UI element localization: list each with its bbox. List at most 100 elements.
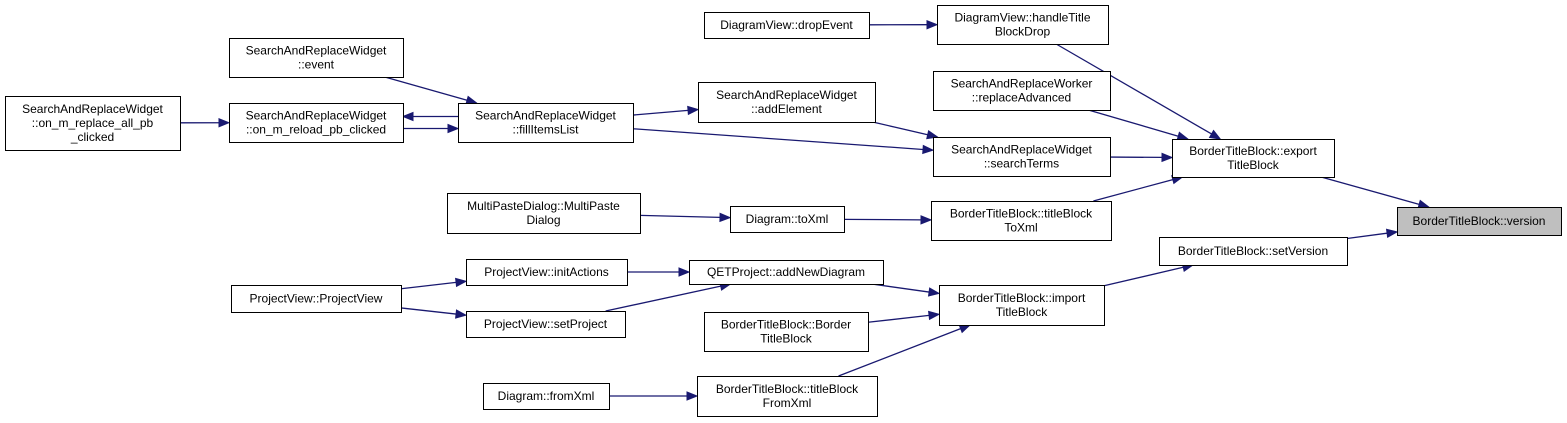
edge-addnewdiagram-to-import <box>871 283 930 293</box>
node-projectview-projectview-box[interactable] <box>231 285 402 313</box>
edge-replaceadv-to-export <box>1088 109 1179 137</box>
node-bordertitleblock-setversion[interactable]: BorderTitleBlock::setVersion <box>1159 237 1348 266</box>
arrowhead-setversion-to-version <box>1385 228 1399 238</box>
arrowhead-fillitems-to-addelement <box>687 105 700 116</box>
arrowhead-fillitems-to-searchterms <box>922 144 935 155</box>
edge-projectview-to-initactions <box>400 281 457 290</box>
arrowhead-toxml-to-titletoxml <box>920 215 933 225</box>
node-bordertitleblock-titleblockfromxml-label-line-1: FromXml <box>763 396 812 410</box>
node-diagramview-handletitleblockdrop-box[interactable] <box>937 5 1109 45</box>
edge-import-to-setversion <box>1103 266 1184 287</box>
node-searchandreplacewidget-replaceall-clicked-label-line-0: SearchAndReplaceWidget <box>22 102 163 116</box>
node-searchandreplacewidget-reload-clicked-label-line-1: ::on_m_reload_pb_clicked <box>246 123 386 137</box>
node-searchandreplacewidget-event-label-line-0: SearchAndReplaceWidget <box>246 44 387 58</box>
node-projectview-initactions[interactable]: ProjectView::initActions <box>466 259 628 286</box>
node-diagram-fromxml-box[interactable] <box>483 383 610 410</box>
node-bordertitleblock-titleblocktoxml-label-line-0: BorderTitleBlock::titleBlock <box>950 207 1093 221</box>
arrowhead-initactions-to-addnewdiagram <box>678 267 691 277</box>
node-searchandreplacewidget-reload-clicked-label-line-0: SearchAndReplaceWidget <box>246 109 387 123</box>
node-bordertitleblock-bordertitleblock[interactable]: BorderTitleBlock::BorderTitleBlock <box>704 312 869 352</box>
node-bordertitleblock-titleblocktoxml-label-line-1: ToXml <box>1004 221 1037 235</box>
arrowhead-event-to-fillitems <box>465 95 478 105</box>
node-searchandreplacewidget-event-label-line-1: ::event <box>298 58 335 72</box>
node-diagramview-handletitleblockdrop-label-line-0: DiagramView::handleTitle <box>954 11 1090 25</box>
node-searchandreplacewidget-addelement-label-line-0: SearchAndReplaceWidget <box>716 88 857 102</box>
node-bordertitleblock-exporttitleblock-label-line-0: BorderTitleBlock::export <box>1189 144 1317 158</box>
edge-export-to-version <box>1320 176 1420 205</box>
arrowhead-replaceadv-to-export <box>1176 131 1190 141</box>
node-bordertitleblock-version-box[interactable] <box>1397 207 1562 236</box>
node-projectview-setproject-label-line-0: ProjectView::setProject <box>484 317 608 331</box>
edge-setproject-to-addnewdiagram <box>605 285 721 312</box>
node-multipastedialog-multipastedialog[interactable]: MultiPasteDialog::MultiPasteDialog <box>447 193 641 234</box>
node-searchandreplacewidget-event[interactable]: SearchAndReplaceWidget::event <box>229 38 404 78</box>
node-bordertitleblock-setversion-label-line-0: BorderTitleBlock::setVersion <box>1178 244 1328 258</box>
node-bordertitleblock-titleblockfromxml-box[interactable] <box>697 376 878 417</box>
node-bordertitleblock-exporttitleblock-label-line-1: TitleBlock <box>1227 158 1280 172</box>
node-qetproject-addnewdiagram-label-line-0: QETProject::addNewDiagram <box>707 265 865 279</box>
node-projectview-projectview[interactable]: ProjectView::ProjectView <box>231 285 402 313</box>
node-projectview-initactions-label-line-0: ProjectView::initActions <box>484 265 609 279</box>
node-projectview-projectview-label-line-0: ProjectView::ProjectView <box>250 292 383 306</box>
node-bordertitleblock-bordertitleblock-box[interactable] <box>704 312 869 352</box>
node-multipastedialog-multipastedialog-label-line-0: MultiPasteDialog::MultiPaste <box>467 199 620 213</box>
node-diagramview-dropevent[interactable]: DiagramView::dropEvent <box>704 12 870 39</box>
node-bordertitleblock-titleblockfromxml-label-line-0: BorderTitleBlock::titleBlock <box>716 382 859 396</box>
node-projectview-setproject-box[interactable] <box>466 311 626 338</box>
node-searchandreplacewidget-replaceall-clicked[interactable]: SearchAndReplaceWidget::on_m_replace_all… <box>5 96 181 151</box>
node-diagramview-dropevent-label-line-0: DiagramView::dropEvent <box>720 18 853 32</box>
node-searchandreplacewidget-searchterms-label-line-1: ::searchTerms <box>984 157 1059 171</box>
edge-fillitems-to-searchterms <box>632 128 924 151</box>
edge-titletoxml-to-export <box>1093 178 1173 202</box>
node-bordertitleblock-version-label-line-0: BorderTitleBlock::version <box>1413 214 1546 228</box>
node-searchandreplacewidget-event-box[interactable] <box>229 38 404 78</box>
arrowhead-replaceall-to-reload <box>218 117 231 128</box>
node-bordertitleblock-importtitleblock-box[interactable] <box>939 285 1105 326</box>
node-searchandreplacewidget-fillitemslist-box[interactable] <box>458 103 634 143</box>
edge-multipaste-to-toxml <box>639 214 721 218</box>
node-diagram-toxml-label-line-0: Diagram::toXml <box>746 212 829 226</box>
node-diagramview-dropevent-box[interactable] <box>704 12 870 39</box>
node-searchandreplacewidget-replaceall-clicked-label-line-2: _clicked <box>70 130 114 144</box>
node-bordertitleblock-bordertitleblock-label-line-0: BorderTitleBlock::Border <box>721 318 851 332</box>
node-searchandreplacewidget-reload-clicked[interactable]: SearchAndReplaceWidget::on_m_reload_pb_c… <box>229 103 404 143</box>
node-diagram-toxml[interactable]: Diagram::toXml <box>730 206 845 233</box>
node-projectview-initactions-box[interactable] <box>466 259 628 286</box>
node-searchandreplacewidget-fillitemslist-label-line-0: SearchAndReplaceWidget <box>475 109 616 123</box>
node-bordertitleblock-version[interactable]: BorderTitleBlock::version <box>1397 207 1562 236</box>
node-qetproject-addnewdiagram[interactable]: QETProject::addNewDiagram <box>689 260 884 285</box>
node-searchandreplaceworker-replaceadvanced-box[interactable] <box>933 71 1111 111</box>
arrowhead-projectview-to-initactions <box>455 277 468 288</box>
node-multipastedialog-multipastedialog-box[interactable] <box>447 193 641 234</box>
node-searchandreplacewidget-searchterms-box[interactable] <box>933 137 1111 177</box>
node-searchandreplacewidget-addelement[interactable]: SearchAndReplaceWidget::addElement <box>698 82 876 123</box>
edge-projectview-to-setproject <box>400 307 457 315</box>
node-searchandreplaceworker-replaceadvanced-label-line-0: SearchAndReplaceWorker <box>951 77 1093 91</box>
node-searchandreplacewidget-searchterms[interactable]: SearchAndReplaceWidget::searchTerms <box>933 137 1111 177</box>
node-searchandreplacewidget-replaceall-clicked-label-line-1: ::on_m_replace_all_pb <box>32 116 154 130</box>
node-diagram-fromxml[interactable]: Diagram::fromXml <box>483 383 610 410</box>
node-searchandreplaceworker-replaceadvanced[interactable]: SearchAndReplaceWorker::replaceAdvanced <box>933 71 1111 111</box>
node-bordertitleblock-setversion-box[interactable] <box>1159 237 1348 266</box>
node-bordertitleblock-exporttitleblock-box[interactable] <box>1172 139 1335 178</box>
node-searchandreplacewidget-reload-clicked-box[interactable] <box>229 103 404 143</box>
node-qetproject-addnewdiagram-box[interactable] <box>689 260 884 285</box>
arrowhead-borderctor-to-import <box>928 310 941 321</box>
arrowhead-searchterms-to-export <box>1161 152 1174 163</box>
node-searchandreplacewidget-addelement-box[interactable] <box>698 82 876 123</box>
node-bordertitleblock-titleblocktoxml-box[interactable] <box>931 201 1112 241</box>
arrowhead-titlefromxml-to-import <box>958 324 972 334</box>
node-projectview-setproject[interactable]: ProjectView::setProject <box>466 311 626 338</box>
arrowhead-handledrop-to-export <box>1208 129 1222 140</box>
node-bordertitleblock-importtitleblock-label-line-0: BorderTitleBlock::import <box>958 291 1086 305</box>
node-diagram-toxml-box[interactable] <box>730 206 845 233</box>
node-searchandreplacewidget-replaceall-clicked-box[interactable] <box>5 96 181 151</box>
node-searchandreplacewidget-fillitemslist[interactable]: SearchAndReplaceWidget::fillItemsList <box>458 103 634 143</box>
edges-layer <box>179 19 1431 401</box>
